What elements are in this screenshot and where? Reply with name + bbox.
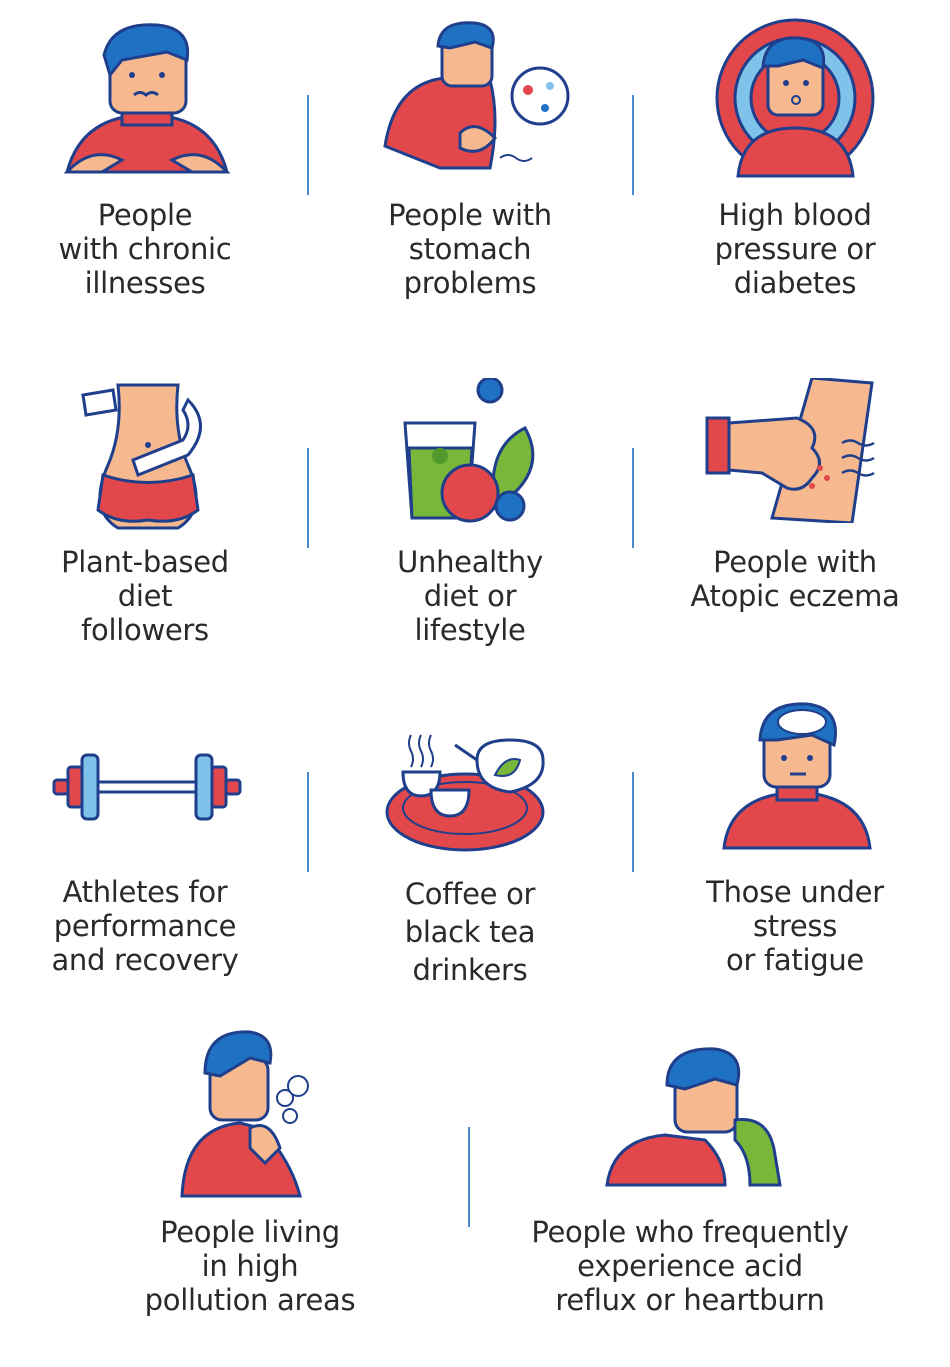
item-label: Plant-based diet followers xyxy=(61,545,229,647)
group-item: Plant-based diet followers xyxy=(0,360,300,680)
divider xyxy=(632,95,634,195)
teapot-cups-icon xyxy=(385,734,545,852)
item-label: People living in high pollution areas xyxy=(144,1215,356,1317)
divider xyxy=(468,1127,470,1227)
item-label: People with Atopic eczema xyxy=(690,545,900,613)
divider xyxy=(632,448,634,548)
group-item: Athletes for performance and recovery xyxy=(0,700,300,1000)
item-label: People with chronic illnesses xyxy=(58,198,232,300)
item-label: Unhealthy diet or lifestyle xyxy=(397,545,543,647)
scratching-hand-icon xyxy=(705,378,875,523)
divider xyxy=(307,448,309,548)
item-label: High blood pressure or diabetes xyxy=(714,198,876,300)
item-label: People with stomach problems xyxy=(388,198,552,300)
vomiting-person-icon xyxy=(605,1047,782,1187)
group-item: High blood pressure or diabetes xyxy=(650,0,950,330)
dumbbell-icon xyxy=(52,753,242,821)
group-item: People living in high pollution areas xyxy=(100,1020,400,1320)
coughing-person-icon xyxy=(180,1030,309,1198)
stomach-ache-person-icon xyxy=(383,21,570,170)
juice-fruit-icon xyxy=(403,378,535,523)
group-item: Coffee or black tea drinkers xyxy=(325,700,625,1000)
item-label: Those under stress or fatigue xyxy=(706,875,884,977)
group-item: People with Atopic eczema xyxy=(650,360,950,680)
blood-pressure-person-icon xyxy=(715,18,875,178)
chronic-illness-person-icon xyxy=(63,23,231,174)
measuring-tape-waist-icon xyxy=(81,383,202,530)
divider xyxy=(307,772,309,872)
group-item: Unhealthy diet or lifestyle xyxy=(325,360,625,680)
divider xyxy=(307,95,309,195)
stressed-person-icon xyxy=(722,702,872,850)
divider xyxy=(632,772,634,872)
item-label: Coffee or black tea drinkers xyxy=(404,877,536,987)
group-item: People who frequently experience acid re… xyxy=(520,1020,860,1320)
item-label: People who frequently experience acid re… xyxy=(531,1215,849,1317)
item-label: Athletes for performance and recovery xyxy=(51,875,239,977)
group-item: People with stomach problems xyxy=(325,0,625,330)
group-item: Those under stress or fatigue xyxy=(650,700,950,1000)
group-item: People with chronic illnesses xyxy=(0,0,300,330)
